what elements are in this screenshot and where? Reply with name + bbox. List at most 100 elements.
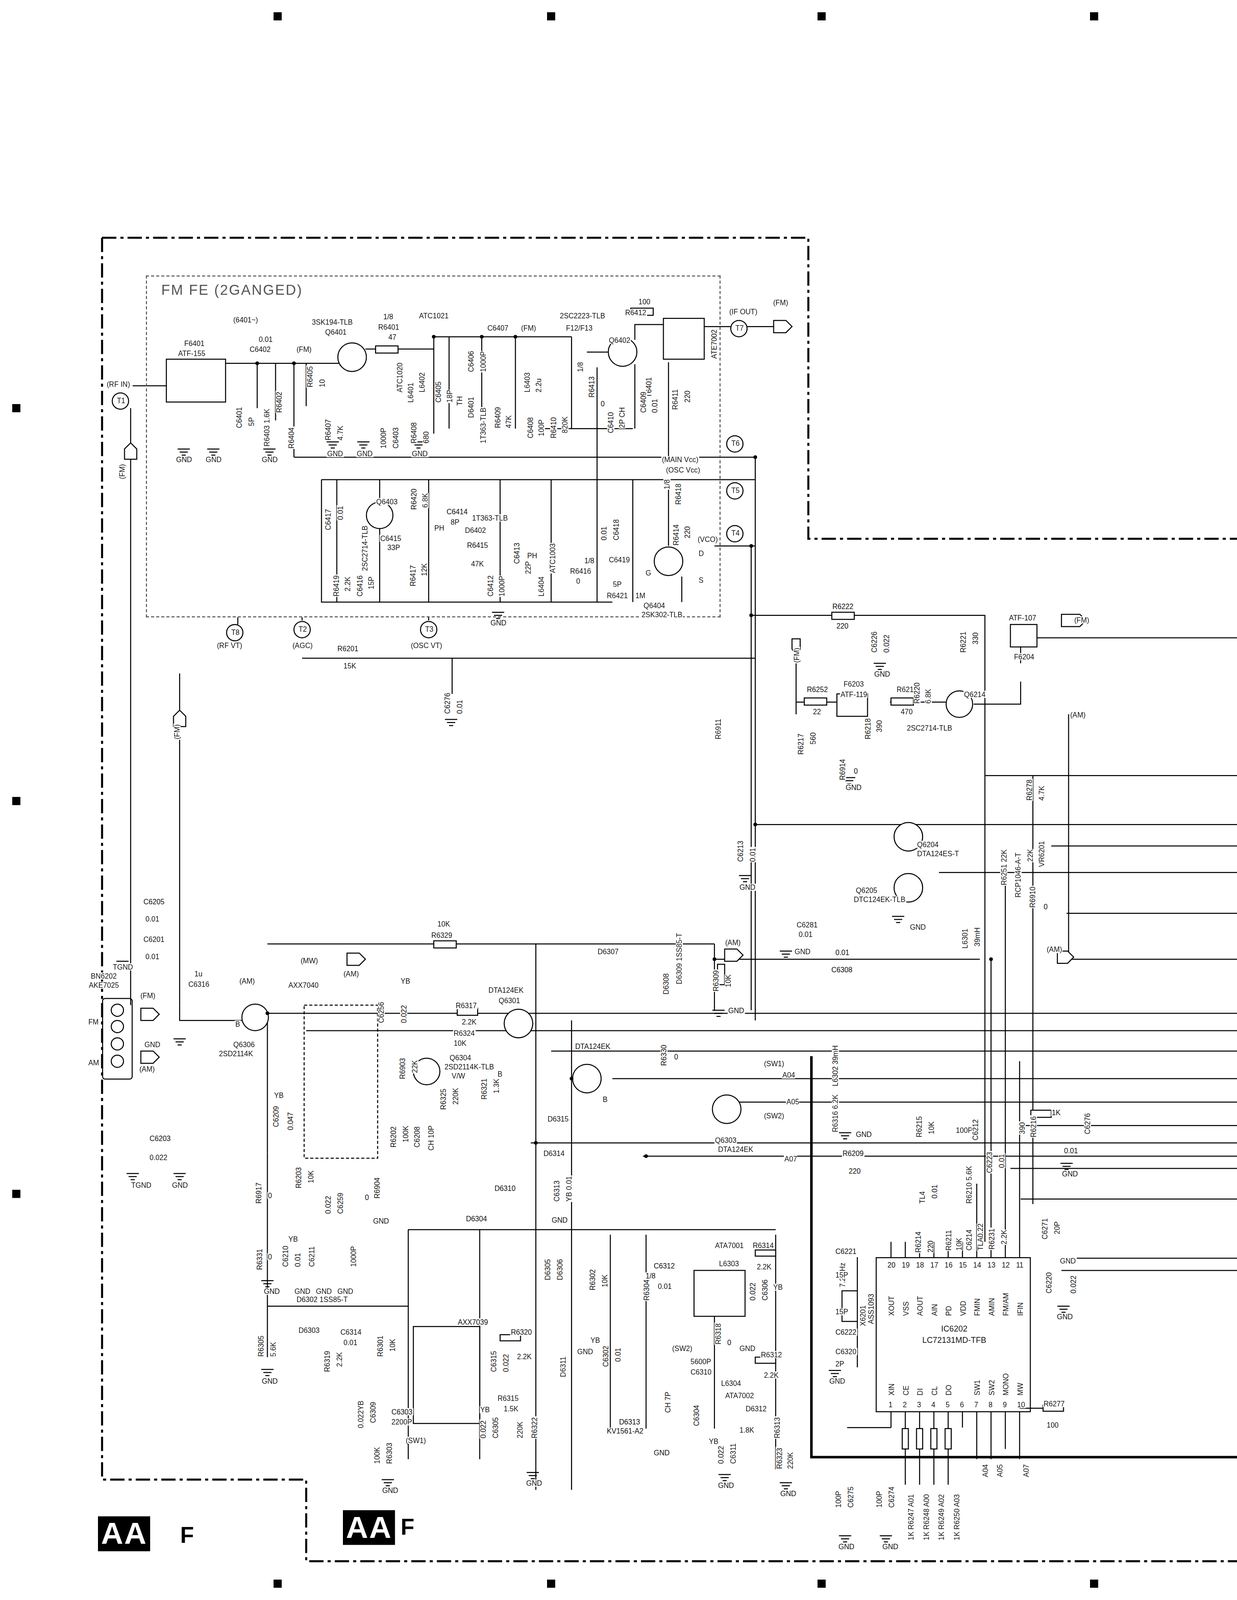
component-body [375, 346, 399, 354]
transistor-symbol [241, 337, 973, 1125]
part-label: GND [653, 1449, 670, 1457]
junction-dot [255, 334, 1008, 1159]
part-label: SW2 [987, 1379, 995, 1397]
component-body [457, 1008, 478, 1016]
part-label: R6217 [796, 733, 805, 756]
part-label: C6407 [486, 324, 509, 333]
part-label: (SW2) [763, 1112, 785, 1120]
part-label: 220 [836, 622, 850, 631]
page-mark [817, 1579, 826, 1589]
part-label: AM [88, 1059, 100, 1067]
part-label: C6210 [281, 1245, 289, 1268]
part-label: 15K [342, 662, 357, 670]
part-label: 13 [987, 1261, 997, 1269]
part-label: D6306 [556, 1258, 564, 1282]
part-label: R6413 [587, 376, 596, 399]
part-label: (6401~) [232, 316, 259, 324]
part-label: ATA7002 [724, 1392, 755, 1400]
component-body [804, 698, 827, 706]
section-border [811, 1056, 1237, 1458]
part-label: Q6401 [324, 328, 348, 337]
part-label: C6419 [608, 556, 631, 564]
part-label: DTA124EK [574, 1043, 612, 1051]
part-label: (FM) [139, 992, 157, 1000]
part-label: R6220 [913, 682, 921, 705]
board-boundary [102, 237, 1237, 1562]
part-label: ATF-155 [177, 350, 206, 358]
part-label: C6203 [149, 1134, 172, 1143]
component-body [413, 1326, 480, 1424]
part-label: C6222 [835, 1329, 858, 1337]
part-label: C6312 [653, 1262, 676, 1270]
part-label: R6325 [440, 1088, 448, 1111]
part-label: GND [873, 670, 891, 678]
part-label: 15P [367, 576, 375, 590]
part-label: 7 [973, 1401, 979, 1409]
junction-dot [712, 957, 717, 962]
part-label: R6329 [430, 931, 454, 939]
part-label: Q6403 [375, 498, 399, 506]
part-label: 1/8 [382, 313, 394, 321]
part-label: GND [525, 1480, 543, 1488]
part-label: 2.2u [534, 377, 543, 393]
part-label: (IF OUT) [728, 308, 758, 316]
junction-dot [255, 361, 260, 366]
part-label: Q6214 [963, 690, 987, 699]
ground-symbol [526, 1472, 539, 1480]
part-label: TLA0.22 [976, 1223, 984, 1252]
part-label: YB [708, 1437, 719, 1446]
part-label: R6418 [674, 483, 682, 506]
part-label: C6205 [142, 898, 166, 906]
part-label: R6210 5.6K [965, 1165, 973, 1205]
part-label: (RF IN) [106, 380, 131, 388]
ground-symbol [779, 951, 793, 958]
part-label: C6271 [1041, 1217, 1049, 1241]
part-label: R6303 [386, 1442, 394, 1465]
part-label: C6256 [377, 1001, 386, 1024]
part-label: RCP1046-A-T [1014, 852, 1022, 899]
part-label: 5 [945, 1401, 951, 1409]
board-mark: AA [342, 1510, 396, 1546]
part-label: R6312 [760, 1351, 783, 1359]
part-label: B [497, 1070, 504, 1078]
part-label: 560 [809, 732, 817, 746]
part-label: C6310 [689, 1368, 713, 1376]
part-label: G [645, 569, 652, 577]
part-label: 1T363-TLB [479, 407, 488, 445]
part-label: 1000P [350, 1246, 358, 1268]
part-label: R6407 [324, 418, 333, 441]
part-label: R6404 [288, 426, 296, 450]
part-label: 15P [835, 1271, 849, 1280]
part-label: 2SK302-TLB [640, 611, 683, 619]
part-label: R6411 [671, 388, 680, 411]
part-label: 0.01 [337, 505, 345, 521]
page-mark [12, 1190, 21, 1199]
part-label: R6252 [806, 685, 829, 694]
wire [293, 457, 756, 1021]
part-label: GND [1061, 1170, 1079, 1179]
junction-dot [292, 361, 296, 366]
part-label: YB [400, 977, 411, 986]
part-label: 2.2K [763, 1371, 780, 1379]
part-label: AMIN [987, 1297, 995, 1317]
part-label: GND [881, 1543, 899, 1551]
part-label: 10 [1016, 1401, 1026, 1409]
component-body [902, 1428, 909, 1450]
part-label: A07 [1022, 1464, 1031, 1478]
part-label: GND [845, 783, 862, 792]
part-label: T7 [734, 324, 745, 333]
part-label: 0.01 [456, 699, 464, 715]
part-label: 10K [453, 1040, 467, 1048]
part-label: 0.022 [149, 1154, 169, 1162]
part-label: C6401 [235, 406, 244, 429]
part-label: 220K [452, 1087, 460, 1106]
board-mark: AA [97, 1516, 151, 1552]
part-label: T1 [116, 396, 127, 405]
part-label: F6204 [1013, 653, 1035, 661]
part-label: R6420 [410, 488, 418, 511]
ground-symbol [177, 449, 191, 456]
part-label: 0.022 [1069, 1275, 1077, 1295]
part-label: C6412 [486, 575, 494, 598]
part-label: R6419 [332, 575, 341, 598]
ground-symbol [207, 449, 220, 456]
